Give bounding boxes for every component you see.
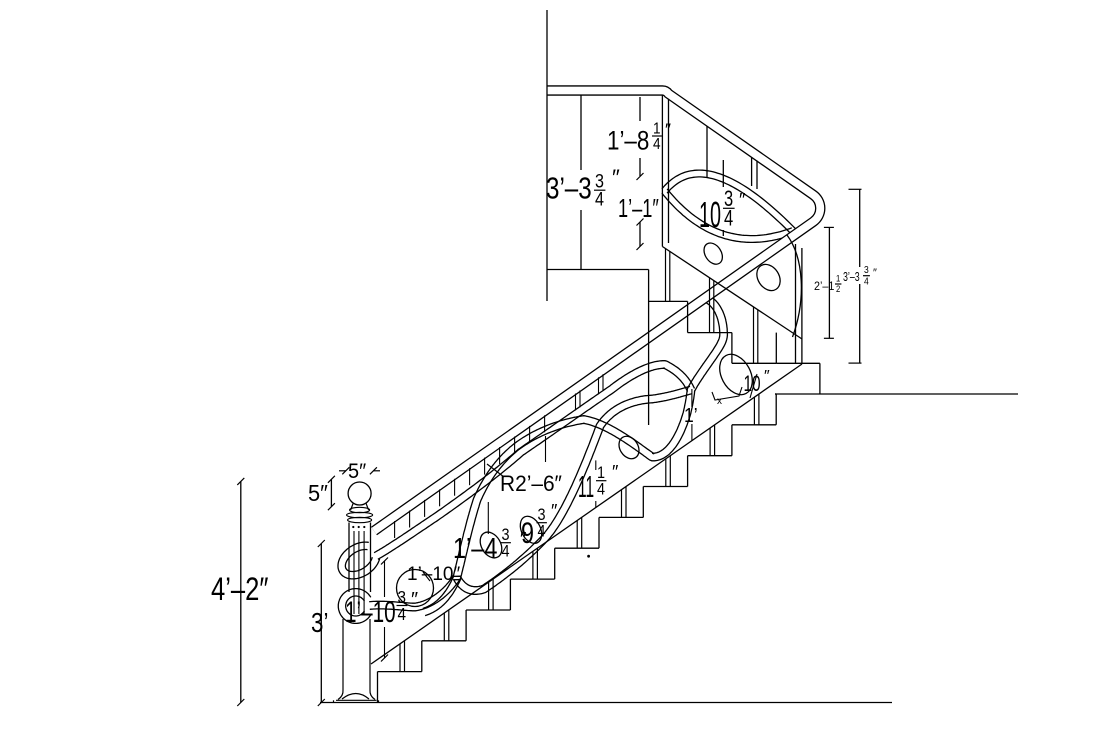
svg-text:1’: 1’: [684, 404, 698, 426]
svg-text:″: ″: [551, 501, 558, 521]
svg-text:1’–10: 1’–10: [345, 596, 396, 629]
svg-text:4: 4: [595, 188, 604, 210]
svg-text:1’–4: 1’–4: [453, 532, 497, 565]
svg-text:4: 4: [724, 206, 733, 231]
svg-text:3’–3: 3’–3: [843, 270, 860, 284]
svg-text:3’: 3’: [311, 608, 328, 639]
svg-text:″: ″: [873, 267, 877, 279]
svg-text:″: ″: [411, 589, 418, 611]
svg-text:2: 2: [836, 283, 841, 294]
svg-text:3: 3: [864, 265, 869, 276]
svg-text:1: 1: [653, 121, 661, 138]
svg-text:4’–2″: 4’–2″: [211, 572, 268, 607]
svg-text:3: 3: [595, 170, 604, 192]
svg-text:1’–10″: 1’–10″: [407, 564, 460, 585]
svg-text:3: 3: [724, 187, 733, 212]
svg-text:3’–3: 3’–3: [546, 171, 592, 206]
svg-text:4: 4: [597, 480, 605, 498]
svg-text:″: ″: [612, 462, 619, 482]
svg-text:″: ″: [520, 529, 527, 549]
svg-text:4: 4: [538, 522, 546, 540]
svg-text:R2’–6″: R2’–6″: [500, 472, 562, 497]
svg-text:1’–1″: 1’–1″: [618, 194, 659, 223]
svg-text:3: 3: [538, 506, 546, 524]
svg-text:″: ″: [764, 368, 770, 385]
svg-text:3: 3: [502, 526, 510, 544]
svg-text:4: 4: [653, 136, 661, 153]
svg-text:″: ″: [739, 190, 746, 210]
svg-text:10: 10: [699, 196, 721, 236]
svg-text:10: 10: [744, 372, 761, 396]
svg-text:11: 11: [578, 470, 594, 504]
svg-text:5″: 5″: [348, 460, 366, 484]
svg-text:5″: 5″: [308, 480, 328, 506]
svg-text:″: ″: [665, 120, 671, 139]
svg-text:4: 4: [398, 604, 407, 624]
svg-text:4: 4: [864, 276, 869, 287]
svg-text:x: x: [717, 396, 722, 407]
svg-text:1: 1: [597, 464, 605, 482]
svg-text:″: ″: [612, 165, 620, 190]
svg-text:4: 4: [502, 542, 510, 560]
svg-text:1: 1: [836, 273, 841, 284]
svg-text:2’–1: 2’–1: [814, 281, 834, 294]
svg-text:9: 9: [521, 516, 534, 549]
svg-text:1’–8: 1’–8: [607, 127, 649, 156]
svg-text:3: 3: [398, 587, 407, 607]
